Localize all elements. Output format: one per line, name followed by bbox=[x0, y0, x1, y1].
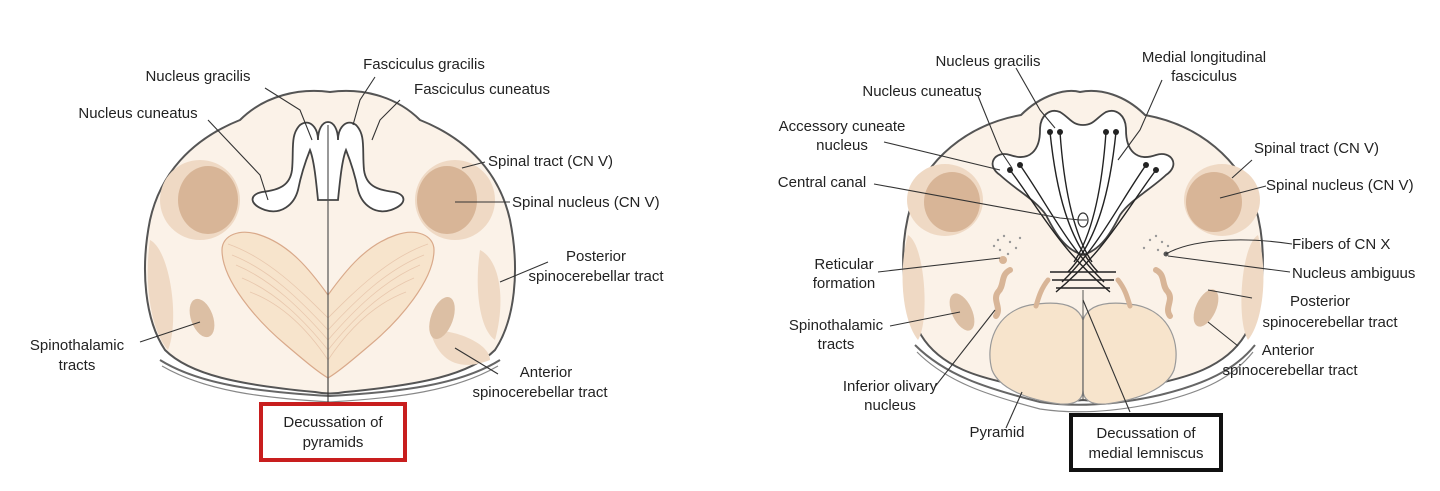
label-r-anterior-sct-1: Anterior bbox=[1262, 342, 1315, 359]
highlight-decussation-ml-line1: Decussation of bbox=[1096, 425, 1196, 442]
rostral-leader-lines bbox=[873, 67, 1293, 429]
label-central-canal: Central canal bbox=[778, 174, 866, 191]
caudal-left-spinal-nucleus bbox=[178, 166, 238, 234]
caudal-posterior-sct-zone bbox=[477, 250, 501, 340]
label-mlf-2: fasciculus bbox=[1171, 68, 1237, 85]
label-r-spinothalamic-2: tracts bbox=[818, 336, 855, 353]
label-spinothalamic-2: tracts bbox=[59, 357, 96, 374]
rostral-inferior-olive-right bbox=[1153, 267, 1173, 319]
label-spinal-nucleus: Spinal nucleus (CN V) bbox=[512, 194, 660, 211]
rostral-medulla-section bbox=[902, 89, 1264, 413]
label-reticular-1: Reticular bbox=[814, 256, 873, 273]
rostral-inferior-olive-left bbox=[993, 267, 1013, 319]
label-nucleus-ambiguus: Nucleus ambiguus bbox=[1292, 265, 1415, 282]
caudal-leader-lines bbox=[139, 76, 549, 404]
label-r-nucleus-cuneatus: Nucleus cuneatus bbox=[862, 83, 981, 100]
rostral-right-lateral-zone bbox=[1241, 235, 1264, 340]
caudal-highlight-box: Decussation of pyramids bbox=[259, 402, 407, 462]
label-posterior-sct-1: Posterior bbox=[566, 248, 626, 265]
caudal-anterior-sct-zone bbox=[430, 330, 490, 365]
rostral-right-oval bbox=[1193, 289, 1219, 327]
rostral-arcuate-fibers bbox=[1009, 131, 1157, 293]
label-spinal-tract: Spinal tract (CN V) bbox=[488, 153, 613, 170]
rostral-pyramid-right bbox=[1082, 302, 1177, 405]
label-anterior-sct-1: Anterior bbox=[520, 364, 573, 381]
label-r-spinothalamic-1: Spinothalamic bbox=[789, 317, 884, 334]
highlight-decussation-pyramids-line2: pyramids bbox=[303, 434, 364, 451]
label-anterior-sct-2: spinocerebellar tract bbox=[472, 384, 608, 401]
label-spinothalamic-1: Spinothalamic bbox=[30, 337, 125, 354]
rostral-fiber-dots bbox=[1007, 129, 1159, 173]
label-fasciculus-gracilis: Fasciculus gracilis bbox=[363, 56, 485, 73]
label-r-anterior-sct-2: spinocerebellar tract bbox=[1222, 362, 1358, 379]
caudal-lateral-oval bbox=[429, 296, 455, 340]
label-inferior-olivary-2: nucleus bbox=[864, 397, 916, 414]
rostral-spinothalamic-oval bbox=[949, 293, 975, 331]
rostral-highlight-box: Decussation of medial lemniscus bbox=[1069, 413, 1223, 472]
label-r-spinal-tract: Spinal tract (CN V) bbox=[1254, 140, 1379, 157]
label-accessory-cuneate-2: nucleus bbox=[816, 137, 868, 154]
label-posterior-sct-2: spinocerebellar tract bbox=[528, 268, 664, 285]
label-pyramid: Pyramid bbox=[969, 424, 1024, 441]
rostral-pyramid-left bbox=[989, 302, 1084, 405]
rostral-left-lateral-zone bbox=[902, 235, 925, 340]
rostral-left-spinal-nucleus bbox=[924, 172, 980, 232]
caudal-section-outline bbox=[144, 89, 516, 395]
label-r-nucleus-gracilis: Nucleus gracilis bbox=[935, 53, 1040, 70]
caudal-spinothalamic-zone bbox=[147, 240, 174, 350]
label-fibers-cn-x: Fibers of CN X bbox=[1292, 236, 1390, 253]
label-r-posterior-sct-2: spinocerebellar tract bbox=[1262, 314, 1398, 331]
caudal-spinal-nucleus-cnv bbox=[417, 166, 477, 234]
label-r-posterior-sct-1: Posterior bbox=[1290, 293, 1350, 310]
caudal-medulla-section bbox=[144, 89, 516, 403]
caudal-labels: Nucleus gracilis Fasciculus gracilis Fas… bbox=[30, 56, 664, 401]
rostral-spinal-nucleus-cnv bbox=[1186, 172, 1242, 232]
label-accessory-cuneate-1: Accessory cuneate bbox=[779, 118, 906, 135]
label-r-spinal-nucleus: Spinal nucleus (CN V) bbox=[1266, 177, 1414, 194]
rostral-reticular-formation bbox=[992, 234, 1022, 264]
label-nucleus-cuneatus: Nucleus cuneatus bbox=[78, 105, 197, 122]
label-mlf-1: Medial longitudinal bbox=[1142, 49, 1266, 66]
label-inferior-olivary-1: Inferior olivary bbox=[843, 378, 938, 395]
red-highlight-frame bbox=[259, 402, 407, 462]
rostral-labels: Nucleus gracilis Medial longitudinal fas… bbox=[778, 49, 1416, 441]
label-nucleus-gracilis: Nucleus gracilis bbox=[145, 68, 250, 85]
highlight-decussation-ml-line2: medial lemniscus bbox=[1088, 445, 1203, 462]
highlight-decussation-pyramids-line1: Decussation of bbox=[283, 414, 383, 431]
label-fasciculus-cuneatus: Fasciculus cuneatus bbox=[414, 81, 550, 98]
black-highlight-frame bbox=[1069, 413, 1223, 472]
caudal-spinothalamic-oval bbox=[189, 298, 215, 338]
label-reticular-2: formation bbox=[813, 275, 876, 292]
caudal-ventral-rim bbox=[159, 359, 501, 398]
